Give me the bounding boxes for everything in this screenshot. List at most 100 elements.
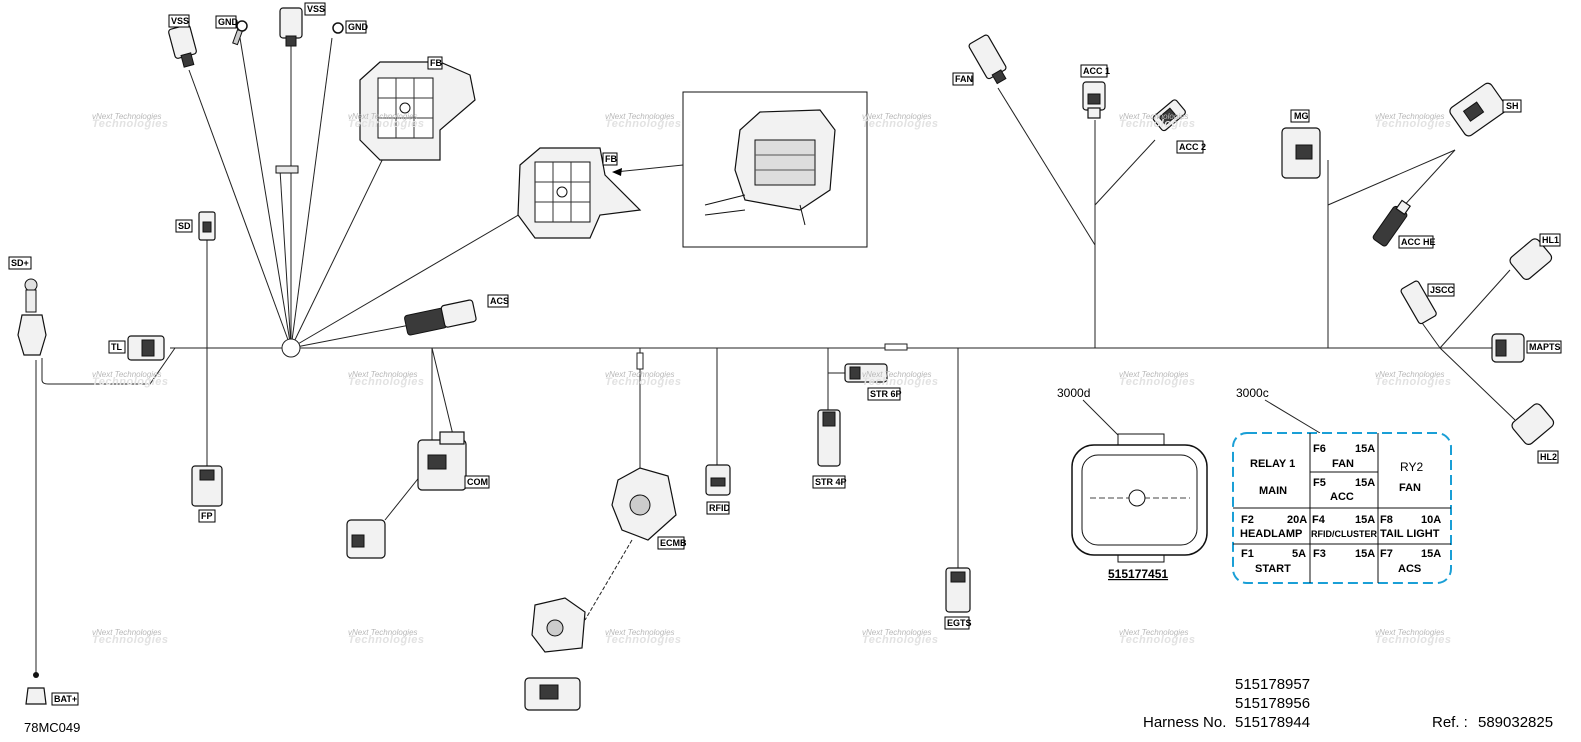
sd-connector [198, 211, 216, 241]
f4-name: RFID/CLUSTER [1311, 529, 1377, 539]
gnd-ring-1 [236, 20, 248, 32]
ecmb-sub-connector-2 [524, 677, 581, 711]
inline-terminal [275, 165, 299, 174]
label-egts: EGTS [947, 618, 972, 628]
splice-point [281, 338, 301, 358]
f6-name: FAN [1332, 458, 1354, 470]
callout-3000d: 3000d [1057, 386, 1090, 400]
ecmb-splice [636, 352, 644, 370]
label-fb-1: FB [430, 58, 442, 68]
f7-amp: 15A [1421, 548, 1441, 560]
label-sd-plus: SD+ [11, 258, 29, 268]
diagram-code: 78MC049 [24, 720, 80, 735]
label-sh: SH [1506, 101, 1519, 111]
hl1-connector [1509, 238, 1553, 281]
acc-he-connector [1372, 199, 1412, 247]
f1-amp: 5A [1292, 548, 1306, 560]
fp-connector [191, 465, 223, 507]
f4-amp: 15A [1355, 514, 1375, 526]
f6-label: F6 [1313, 443, 1326, 455]
ry2-name: FAN [1399, 482, 1421, 494]
harness-label: Harness No. [1143, 714, 1226, 731]
connector-shapes [17, 7, 1555, 711]
label-acc1: ACC 1 [1083, 66, 1110, 76]
egts-connector [945, 567, 971, 613]
acc1-connector [1082, 81, 1106, 119]
ecmb-connector [611, 467, 677, 541]
label-mapts: MAPTS [1529, 342, 1561, 352]
harness-number-2: 515178956 [1235, 695, 1310, 712]
label-sd: SD [178, 221, 191, 231]
label-gnd-1: GND [218, 17, 239, 27]
label-str6p: STR 6P [870, 389, 902, 399]
label-fp: FP [201, 511, 213, 521]
f8-name: TAIL LIGHT [1380, 528, 1440, 540]
trunk-splice [884, 343, 908, 351]
f1-label: F1 [1241, 548, 1254, 560]
label-fb-2: FB [605, 154, 617, 164]
f3-amp: 15A [1355, 548, 1375, 560]
com-connector [417, 431, 467, 491]
harness-number-3: 515178944 [1235, 714, 1310, 731]
sd-plus-terminal [17, 278, 47, 356]
ref-label: Ref. : [1432, 714, 1468, 731]
label-hl2: HL2 [1540, 452, 1557, 462]
wiring-lines [35, 37, 1516, 675]
label-acc-he: ACC HE [1401, 237, 1436, 247]
ry2-label: RY2 [1400, 460, 1423, 474]
main-label: MAIN [1259, 485, 1287, 497]
label-fan: FAN [955, 74, 973, 84]
label-ecmb: ECMB [660, 538, 687, 548]
bat-plus-terminal [25, 672, 47, 705]
fan-connector [968, 34, 1007, 85]
gnd-ring-2 [332, 22, 344, 34]
ref-number: 589032825 [1478, 714, 1553, 731]
f2-label: F2 [1241, 514, 1254, 526]
str6p-connector [844, 363, 888, 383]
label-tl: TL [111, 342, 122, 352]
f5-label: F5 [1313, 477, 1326, 489]
fuse-box-connector-2 [517, 147, 642, 239]
fuse-box-3000c: RELAY 1 MAIN F6 15A FAN F5 15A ACC RY2 F… [1232, 432, 1452, 584]
label-acc2: ACC 2 [1179, 142, 1206, 152]
ecmb-sub-connector-1 [531, 597, 586, 653]
f7-label: F7 [1380, 548, 1393, 560]
relay-box-3000d [1071, 433, 1208, 563]
label-vss-2: VSS [307, 4, 325, 14]
label-bat-plus: BAT+ [54, 694, 77, 704]
label-hl1: HL1 [1542, 235, 1559, 245]
label-rfid: RFID [709, 503, 730, 513]
acc2-connector [1152, 99, 1186, 132]
fuse-box-connector-1 [359, 61, 476, 161]
vss-connector-1 [168, 24, 197, 68]
f8-amp: 10A [1421, 514, 1441, 526]
f7-name: ACS [1398, 563, 1421, 575]
sh-connector [1449, 82, 1508, 137]
com-sub-connector [346, 519, 386, 559]
f5-amp: 15A [1355, 477, 1375, 489]
f3-label: F3 [1313, 548, 1326, 560]
str4p-connector [817, 409, 841, 467]
connector-labels: VSS GND VSS GND FB FB FAN ACC 1 ACC 2 MG… [8, 2, 1562, 706]
vss-connector-2 [279, 7, 303, 47]
harness-number-1: 515178957 [1235, 676, 1310, 693]
label-com: COM [467, 477, 488, 487]
f2-name: HEADLAMP [1240, 528, 1302, 540]
label-str4p: STR 4P [815, 477, 847, 487]
f4-label: F4 [1312, 514, 1326, 526]
jscc-connector [1400, 280, 1437, 325]
label-mg: MG [1294, 111, 1309, 121]
detail-view-box [682, 91, 868, 248]
